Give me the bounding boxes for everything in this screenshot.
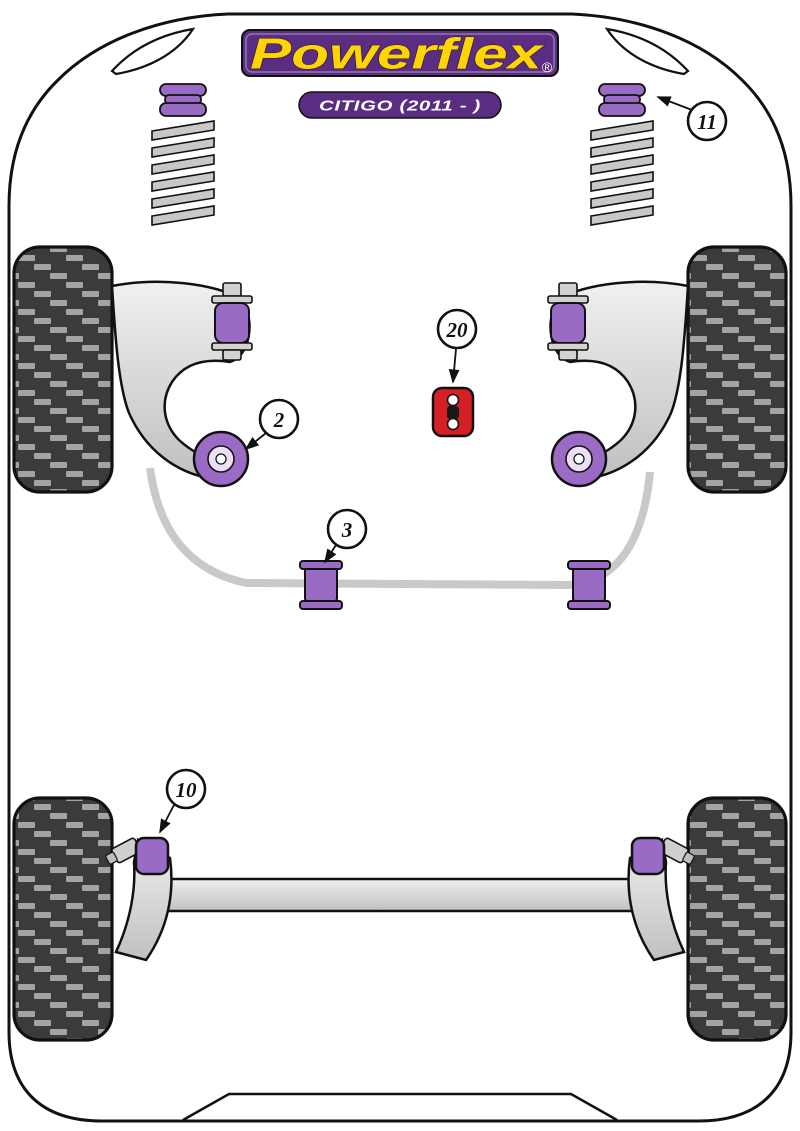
logo-box — [241, 29, 559, 77]
rear-bush-bolt — [105, 837, 142, 865]
bump-stop — [159, 83, 207, 117]
arb-bush-left — [299, 560, 343, 610]
callout-10-leader — [159, 802, 176, 834]
coil-spring — [151, 120, 215, 226]
arm-front-bolt-bush — [211, 282, 253, 361]
callout-11-leader — [656, 96, 693, 111]
anti-roll-bar — [146, 467, 654, 590]
callout-2-leader — [244, 432, 267, 451]
model-badge-box — [298, 91, 502, 119]
callout-2-circle — [258, 398, 300, 440]
arb-bush-right — [567, 560, 611, 610]
rear-suspension-left — [105, 836, 173, 962]
headlight-left — [110, 27, 196, 76]
arb-core — [146, 467, 654, 590]
callout-20-leader — [448, 348, 460, 384]
callout-20-circle — [436, 308, 478, 350]
front-suspension-left — [110, 280, 253, 488]
wheel-front-left — [12, 245, 114, 494]
logo-inner-border — [245, 33, 555, 73]
rear-axle-beam — [161, 877, 639, 913]
rear-bumper-line — [182, 1092, 618, 1122]
callout-10-circle — [165, 768, 207, 810]
wheel-front-right — [686, 245, 788, 494]
arm-rear-round-bush — [192, 430, 250, 488]
logo-text: Powerflex — [250, 30, 544, 79]
callout-3-circle — [326, 508, 368, 550]
callout-3-leader — [324, 544, 337, 564]
registered-mark-icon: ® — [542, 59, 553, 75]
powerflex-logo: Powerflex ® — [241, 29, 559, 79]
wheel-rear-right — [686, 796, 788, 1042]
front-spring-left — [151, 83, 215, 226]
callout-11-circle — [686, 100, 728, 142]
rear-beam-bush — [134, 836, 170, 876]
wheel-rear-left — [12, 796, 114, 1042]
model-badge: CITIGO (2011 - ) — [298, 91, 502, 119]
model-label: CITIGO (2011 - ) — [319, 98, 481, 115]
engine-mount — [431, 386, 475, 438]
